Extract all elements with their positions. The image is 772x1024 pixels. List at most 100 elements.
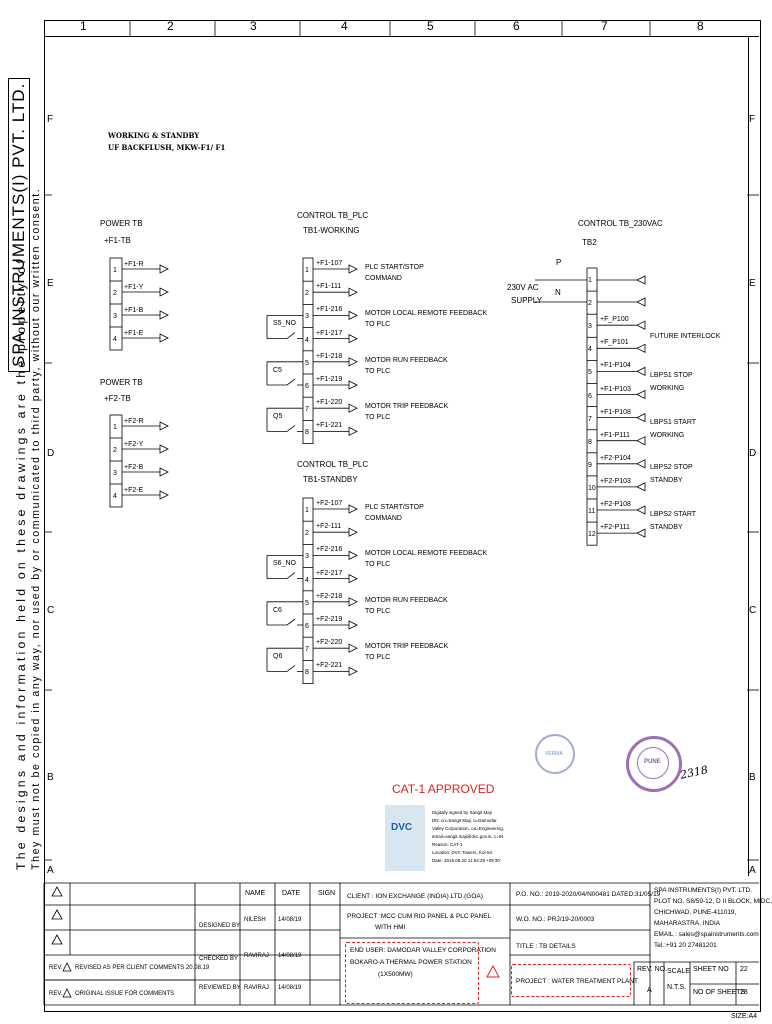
row-letter-left: C [47,605,55,616]
control-tb2-arrow [348,620,358,630]
control-tb1-signal: TO PLC [365,367,391,375]
power-tb1-label: +F1-Y [124,284,144,291]
control-tb1-label: +F1-111 [316,283,342,291]
signature-line: Valley Corporation, ou=Engineering, [432,826,505,831]
revision-triangle-icon [51,909,63,920]
control-tb230-tag: TB2 [582,238,597,247]
row-letter-left: F [47,114,54,125]
control-tb230-signal: LBPS2 STOP [650,464,693,471]
wo-number: W.O. NO.: PRJ/19-20/0003 [516,916,595,923]
control-tb230-signal: LBPS1 STOP [650,372,693,379]
power-tb1-tag: +F1-TB [104,236,131,245]
signature-line: Digitally signed by Sangit Maji [432,810,492,815]
control-tb230-arrow [636,459,646,469]
control-tb1-arrow [348,287,358,297]
power-tb2-row-num: 2 [113,447,117,454]
control-tb230-arrow [636,482,646,492]
control-tb230-signal: WORKING [650,432,685,439]
power-tb1-row-num: 2 [113,290,117,297]
power-tb2-tag: +F2-TB [104,394,131,403]
control-tb2-tag: TB1-STANDBY [303,475,358,484]
control-tb2-label: +F2-111 [316,523,342,531]
control-tb230-signal: STANDBY [650,477,683,484]
control-tb230-label: +F_P100 [600,316,629,324]
reviewed-by-name: RAVIRAJ [244,985,269,991]
control-tb2-signal: PLC START/STOP [365,504,424,511]
phase-n: N [555,288,561,297]
no-of-sheets-label: NO OF SHEETS [693,989,746,996]
control-tb2-row-num: 7 [305,646,309,654]
control-tb2-signal: MOTOR RUN FEEDBACK [365,596,448,604]
control-tb230-label: +F1-P104 [600,362,631,370]
po-number: P.O. NO.: 2019-2020/04/N00481 DATED:31/0… [516,891,661,898]
power-tb2-row-num: 1 [113,424,117,431]
control-tb2-signal: MOTOR TRIP FEEDBACK [365,643,449,651]
row-letter-right: F [749,114,756,125]
control-tb230-signal: WORKING [650,385,685,392]
control-tb1-signal: MOTOR LOCAL REMOTE FEEDBACK [365,310,488,318]
power-tb2-title: POWER TB [100,378,143,387]
control-tb230-label: +F2-P103 [600,477,631,485]
control-tb230-label: +F1-P108 [600,408,631,416]
company-address-line: CHICHWAD, PUNE-411019, [654,909,737,916]
power-tb2-arrow [159,421,169,431]
control-tb1-arrow [348,333,358,344]
power-tb2-arrow [159,467,169,477]
power-tb1-title: POWER TB [100,219,143,228]
control-tb230-row-num: 7 [588,415,592,423]
row-letter-right: E [749,278,756,289]
header-sign: SIGN [318,890,336,897]
supply-label-1: 230V AC [507,283,539,292]
designed-by-date: 14/08/19 [278,917,302,923]
control-tb1-label: +F1-218 [316,352,343,360]
control-tb1-row-num: 7 [305,406,309,414]
control-tb2-label: +F2-218 [316,592,343,600]
signature-line: Location: DVC Towers, Kol-54 [432,850,492,855]
row-letter-left: E [47,278,54,289]
column-number: 8 [697,19,704,33]
phase-p: P [556,258,562,267]
control-tb2-arrow [348,666,358,677]
sheet-no-value: 22 [740,966,748,973]
power-tb2-label: +F2-B [124,464,144,471]
control-tb230-signal: STANDBY [650,524,683,531]
control-tb2-title: CONTROL TB_PLC [297,460,369,469]
blue-stamp: VERMA [535,734,575,774]
dvc-logo: DVC [385,805,425,871]
control-tb230-label: +F2-P104 [600,454,631,462]
control-tb1-arrow [348,403,358,413]
scale-label: SCALE [667,968,690,975]
column-number: 2 [167,19,174,33]
power-tb2-arrow [159,444,169,454]
row-letter-left: A [47,865,54,876]
reviewed-by-label: REVIEWED BY [199,985,241,991]
control-tb1-contact-switch [286,332,296,339]
revision-triangle-icon [62,962,72,972]
power-tb2-arrow [159,490,169,500]
no-of-sheets-value: 28 [740,989,748,996]
company-address-line: Tel.:+91 20 27481201 [654,942,717,949]
rev-no-value: A [647,987,652,994]
power-tb1-row-num: 3 [113,313,117,320]
control-tb1-label: +F1-219 [316,376,343,383]
control-tb1-row-num: 2 [305,290,309,298]
company-address-line: EMAIL : sales@spainstruments.com [654,931,759,938]
control-tb1-signal: COMMAND [365,275,402,282]
row-letter-right: A [749,865,756,876]
control-tb1-contact-switch [286,378,296,386]
revision-triangle-icon [51,934,63,945]
control-tb1-signal: PLC START/STOP [365,264,424,271]
control-tb1-arrow [348,426,358,437]
control-tb2-arrow [348,597,358,607]
power-tb2-row-num: 3 [113,470,117,477]
control-tb2-row-num: 5 [305,599,309,607]
control-tb2-label: +F2-217 [316,569,343,577]
control-tb2-contact-switch [286,665,296,672]
signature-line: Reason: CAT-1 [432,842,463,847]
power-tb1-label: +F1-R [124,261,144,268]
control-tb230-title: CONTROL TB_230VAC [578,219,663,228]
control-tb2-signal: TO PLC [365,654,391,662]
control-tb2-label: +F2-221 [316,662,343,670]
control-tb2-arrow [348,550,358,561]
control-tb1-contact-label: Q5 [273,413,283,421]
